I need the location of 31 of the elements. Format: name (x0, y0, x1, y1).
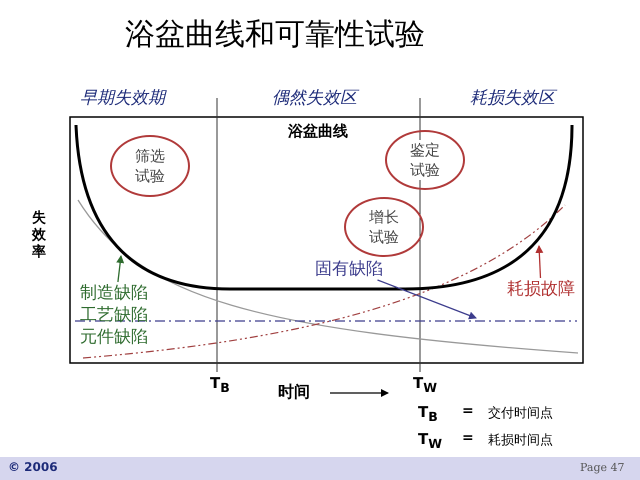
equals-sign: = (462, 430, 474, 446)
callout-label: 元件缺陷 (80, 326, 148, 348)
ellipse-label: 增长试验 (367, 207, 401, 247)
definition-text: 交付时间点 (488, 405, 553, 422)
chart-title: 浴盆曲线 (288, 122, 348, 141)
tick-label: T$_{B}$ (210, 374, 230, 395)
test-ellipse (110, 135, 190, 197)
leader-arrow (535, 245, 544, 278)
leader-arrow (116, 255, 124, 282)
region-label: 耗损失效区 (470, 86, 555, 109)
test-ellipse (385, 130, 465, 190)
region-label: 早期失效期 (80, 87, 165, 109)
callout-label: 耗损故障 (507, 278, 575, 300)
axis-label: 时间 (278, 382, 310, 403)
symbol-label: T$_{B}$ (418, 403, 438, 424)
callout-label: 制造缺陷 (80, 282, 148, 304)
equals-sign: = (462, 403, 474, 419)
definition-text: 耗损时间点 (488, 432, 553, 449)
ellipse-label: 筛选试验 (133, 146, 167, 186)
symbol-label: T$_{W}$ (418, 430, 442, 451)
test-ellipse (344, 197, 424, 257)
region-label: 偶然失效区 (272, 86, 357, 109)
callout-label: 工艺缺陷 (80, 304, 148, 326)
callout-label: 固有缺陷 (315, 258, 383, 280)
slide-title: 浴盆曲线和可靠性试验 (125, 16, 425, 54)
ellipse-label: 鉴定试验 (408, 140, 442, 180)
page-number: Page 47 (580, 461, 625, 474)
axis-label: 失效率 (32, 210, 47, 261)
leader-arrow (377, 279, 477, 320)
tick-label: T$_{W}$ (413, 374, 438, 395)
copyright-note: © 2006 (8, 460, 58, 474)
